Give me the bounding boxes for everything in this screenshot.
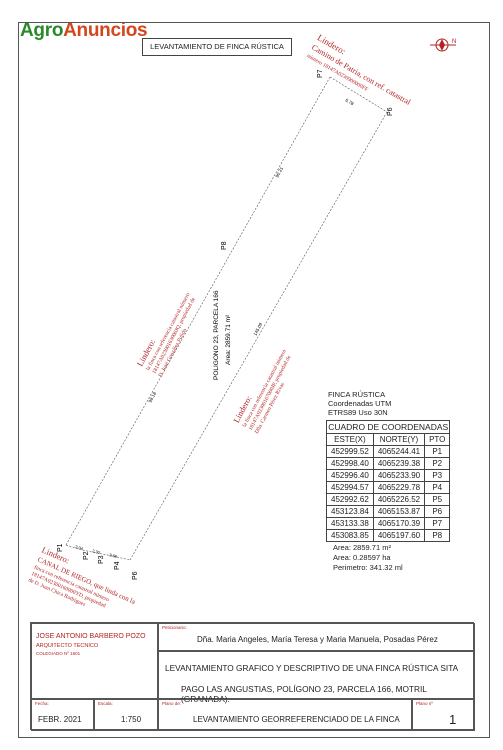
vertex-label: P8 [221, 241, 228, 250]
coordinate-table: CUADRO DE COORDENADAS ESTE(X) NORTE(Y) P… [326, 420, 451, 542]
coordinate-info: FINCA RÚSTICA Coordenadas UTM ETRS89 Uso… [328, 390, 391, 417]
architect-registration: COLEGIADO Nº 1601 [36, 651, 81, 656]
svg-text:18147A02300167000JP, propiedad: 18147A02300167000JP, propiedad de [248, 354, 293, 431]
date-label: Fecha: [35, 701, 49, 706]
owner-name: Dña. Maria Angeles, María Teresa y Maria… [197, 635, 438, 644]
table-header: ESTE(X) [326, 433, 374, 446]
scale-value: 1:750 [121, 715, 142, 724]
brand-part1: Agro [20, 20, 64, 41]
vertex-label: P4 [114, 561, 121, 570]
parcel-boundary-south [65, 544, 131, 561]
segment-label: 3.04 [75, 544, 85, 551]
plano-number-label: Plano nº [416, 701, 433, 706]
parcel-boundary-west [65, 76, 331, 546]
segment-label: 145.09 [252, 322, 263, 337]
vertex-label: P3 [98, 555, 105, 564]
parcel-boundary-north [329, 76, 388, 113]
architect-role: ARQUITECTO TECNICO [36, 643, 99, 649]
info-datum: ETRS89 Uso 30N [328, 408, 388, 417]
title-block: JOSE ANTONIO BARBERO POZO ARQUITECTO TEC… [30, 622, 475, 731]
architect-cell: JOSE ANTONIO BARBERO POZO ARQUITECTO TEC… [31, 623, 158, 699]
vertex-label: P2 [83, 551, 90, 560]
owner-label: Peticionario: [162, 625, 187, 630]
vertex-label: P6 [132, 571, 139, 580]
date-cell: Fecha: FEBR. 2021 [31, 699, 94, 731]
vertex-label: P6 [387, 107, 394, 116]
vertex-label: P1 [57, 543, 64, 552]
lindero-east: Lindero: la finca con referencia catastr… [231, 348, 293, 435]
table-caption: CUADRO DE COORDENADAS [326, 420, 451, 433]
info-subtitle: Coordenadas UTM [328, 399, 392, 408]
parcel-plot: P1 P2 P3 P4 P6 P7 P6 P8 90.31 145.09 98.… [27, 32, 413, 609]
segment-label: 6.78 [345, 98, 356, 107]
drawing-title: LEVANTAMIENTO DE FINCA RÚSTICA [142, 38, 292, 56]
scale-cell: Escala: 1:750 [94, 699, 158, 731]
area-m2: Area: 2859.71 m² [333, 543, 391, 552]
segment-label: 3.68 [109, 552, 119, 559]
lindero-west: Lindero: la finca con referencia catastr… [135, 291, 197, 378]
brand-part2: Anuncios [63, 20, 148, 41]
north-arrow-icon: N [430, 38, 456, 52]
perimeter: Perimetro: 341.32 ml [333, 563, 403, 572]
segment-label: 90.31 [274, 166, 284, 179]
date-value: FEBR. 2021 [38, 715, 82, 724]
svg-text:18147A02300163000JQ, propiedad: 18147A02300163000JQ, propiedad de [151, 296, 197, 375]
drawing-sheet [18, 22, 490, 738]
table-header: PTO [424, 433, 451, 446]
area-summary: Area: 2859.71 m² Area: 0.28597 ha Perime… [333, 543, 403, 573]
owner-cell: Peticionario: Dña. Maria Angeles, María … [158, 623, 475, 651]
plano-number: 1 [449, 712, 457, 727]
info-title: FINCA RÚSTICA [328, 390, 386, 399]
brand-logo[interactable]: AgroAnuncios [20, 20, 148, 42]
parcel-area: Area: 2859.71 m² [225, 314, 232, 365]
description-cell: LEVANTAMIENTO GRAFICO Y DESCRIPTIVO DE U… [158, 651, 475, 704]
segment-label: 2.30 [92, 548, 102, 555]
vertex-label: P7 [317, 69, 324, 78]
svg-text:Camino de Patria, con ref. cat: Camino de Patria, con ref. catastral [310, 43, 413, 107]
parcel-name: POLIGONO 23, PARCELA 166 [213, 290, 220, 380]
area-ha: Area: 0.28597 ha [333, 553, 391, 562]
description-line-1: LEVANTAMIENTO GRAFICO Y DESCRIPTIVO DE U… [165, 663, 459, 673]
plano-number-cell: Plano nº 1 [412, 699, 475, 731]
architect-name: JOSE ANTONIO BARBERO POZO [36, 633, 146, 640]
plano-label: Plano de: [162, 701, 182, 706]
table-header: NORTE(Y) [372, 433, 426, 446]
segment-label: 98.18 [147, 391, 157, 404]
scale-label: Escala: [98, 701, 113, 706]
plano-value: LEVANTAMIENTO GEORREFERENCIADO DE LA FIN… [193, 715, 400, 724]
svg-text:N: N [452, 39, 456, 45]
plano-cell: Plano de: LEVANTAMIENTO GEORREFERENCIADO… [158, 699, 412, 731]
